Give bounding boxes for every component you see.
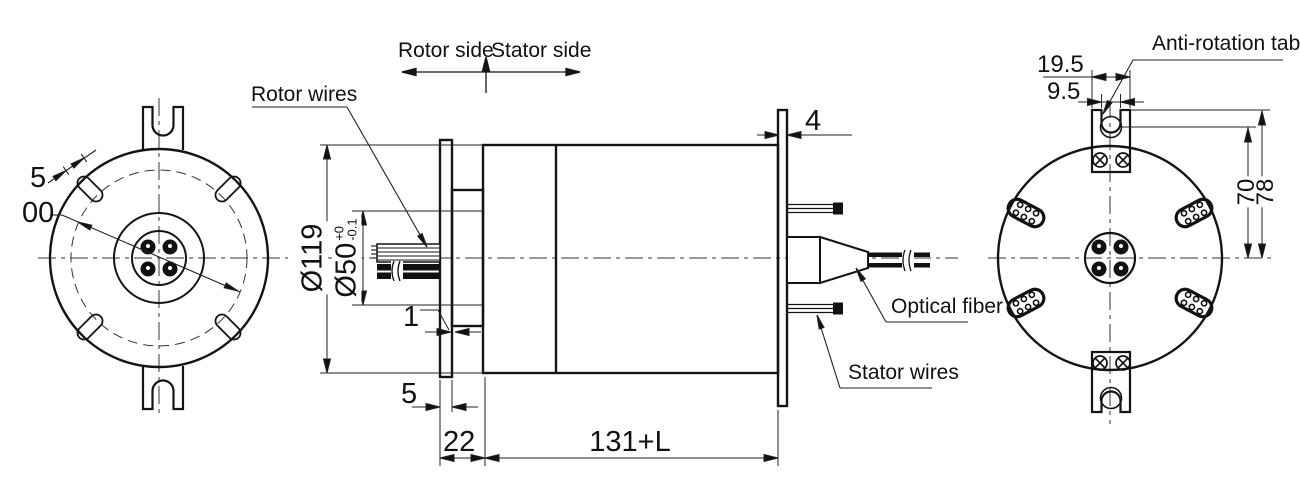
- dim-body-length: 131+L: [589, 426, 671, 458]
- dim-front-length: 22: [443, 426, 476, 458]
- rotor-side-label: Rotor side: [398, 39, 494, 62]
- dim-rotor-flange-thickness: 5: [401, 378, 418, 410]
- dim-stator-flange-thickness: 4: [805, 105, 822, 137]
- slot-width-dim: [47, 149, 97, 184]
- stator-side-label: Stator side: [491, 39, 592, 62]
- rear-view-stator: [988, 59, 1283, 424]
- tab-screws: [1092, 152, 1131, 371]
- front-view-rotor: [38, 98, 288, 418]
- dim-slot-width: 5: [30, 162, 47, 194]
- stator-contact-holes: [1091, 239, 1129, 277]
- leader-lines: [252, 106, 968, 389]
- tab-top: [141, 105, 185, 150]
- stator-wire-bottom: [787, 303, 833, 314]
- dim-body-diameter: Ø119: [296, 221, 329, 295]
- wire-slots: [1006, 197, 1214, 319]
- anti-rotation-tab-label: Anti-rotation tab: [1152, 32, 1300, 55]
- rotor-stator-divider: [401, 56, 581, 93]
- stator-wire-top: [787, 203, 833, 214]
- mounting-slots: [76, 175, 242, 341]
- side-view-section: [252, 106, 968, 466]
- dim-lines-right: [1043, 70, 1270, 259]
- dim-tab-width: 19.5: [1037, 51, 1084, 78]
- tab-bottom: [141, 366, 185, 411]
- bore-tolerance: +0-0.1: [331, 218, 360, 241]
- dim-tab-slot-width: 9.5: [1047, 78, 1081, 105]
- bolt-circle-dim: [50, 214, 241, 293]
- dim-bore-diameter: Ø50+0-0.1: [330, 216, 363, 300]
- anti-rotation-leader: [1102, 59, 1283, 115]
- housing-body: [481, 143, 780, 375]
- dim-tab-top-height: 78: [1252, 176, 1279, 208]
- dim-flange-gap: 1: [403, 301, 420, 333]
- dim-lines-flange4: [757, 130, 852, 140]
- rotor-wire-bundle: [371, 243, 441, 282]
- optical-fiber-label: Optical fiber: [891, 295, 1004, 318]
- rotor-wires-label: Rotor wires: [251, 83, 358, 106]
- dim-lines-bottom: [412, 309, 779, 466]
- dim-bolt-circle: 00: [22, 197, 55, 229]
- stator-wires-label: Stator wires: [848, 361, 959, 384]
- optical-fiber-assembly: [786, 235, 930, 285]
